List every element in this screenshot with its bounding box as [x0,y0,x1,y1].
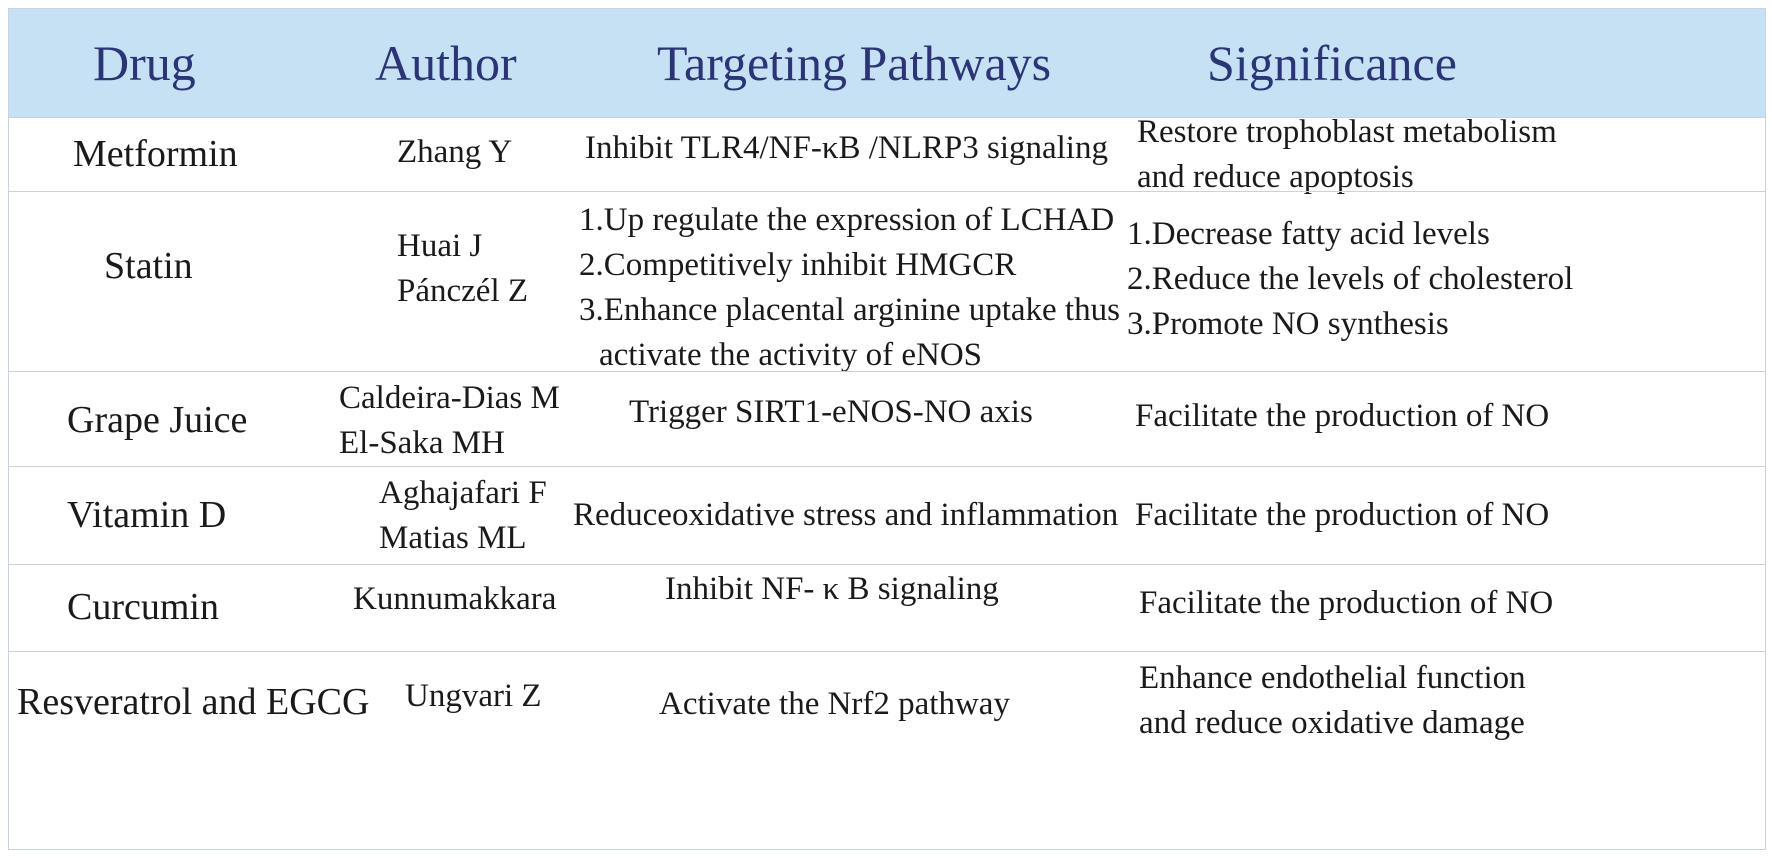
header-targeting-pathways: Targeting Pathways [657,35,1052,91]
pathway-line: activate the activity of eNOS [599,337,983,373]
table-row: Vitamin D Aghajafari F Matias ML Reduceo… [9,466,1765,564]
drug-cell: Resveratrol and EGCG [17,681,370,723]
author-cell: Zhang Y [397,130,512,175]
author-cell: Caldeira-Dias M El-Saka MH [339,376,560,466]
author-line: Aghajafari F [379,475,547,511]
author-cell: Aghajafari F Matias ML [379,471,547,561]
significance-line: 1.Decrease fatty acid levels [1127,216,1490,252]
drug-cell: Metformin [73,133,238,175]
author-cell: Ungvari Z [405,674,542,719]
table-row: Curcumin Kunnumakkara Inhibit NF- κ B si… [9,564,1765,651]
significance-line: Facilitate the production of NO [1139,585,1554,621]
author-line: Huai J [397,228,483,264]
author-line: Zhang Y [397,134,513,170]
pathways-cell: Trigger SIRT1-eNOS-NO axis [629,390,1033,435]
header-drug: Drug [93,35,196,91]
drug-table: Drug Author Targeting Pathways Significa… [8,8,1766,850]
significance-line: and reduce oxidative damage [1139,705,1525,741]
significance-cell: Restore trophoblast metabolism and reduc… [1137,110,1557,200]
author-line: Ungvari Z [405,678,542,714]
drug-cell: Vitamin D [67,494,227,536]
author-line: Kunnumakkara [353,581,557,617]
significance-cell: Facilitate the production of NO [1139,581,1553,626]
significance-line: Facilitate the production of NO [1135,497,1550,533]
author-cell: Kunnumakkara [353,577,556,622]
author-line: Caldeira-Dias M [339,380,560,416]
pathways-cell: Reduceoxidative stress and inflammation [573,493,1118,538]
author-line: El-Saka MH [339,425,505,461]
header-significance: Significance [1207,35,1457,91]
significance-line: Restore trophoblast metabolism [1137,114,1557,150]
pathway-line: 1.Up regulate the expression of LCHAD [579,202,1115,238]
pathway-line: Activate the Nrf2 pathway [659,686,1010,722]
significance-line: 3.Promote NO synthesis [1127,306,1449,342]
table-row: Grape Juice Caldeira-Dias M El-Saka MH T… [9,371,1765,466]
significance-cell: Facilitate the production of NO [1135,394,1549,439]
header-author: Author [375,35,517,91]
pathway-line: Reduceoxidative stress and inflammation [573,497,1119,533]
pathway-line: 2.Competitively inhibit HMGCR [579,247,1017,283]
author-line: Pánczél Z [397,273,529,309]
table-row: Resveratrol and EGCG Ungvari Z Activate … [9,651,1765,849]
drug-cell: Statin [104,245,193,287]
significance-cell: Enhance endothelial function and reduce … [1139,656,1526,746]
significance-cell: 1.Decrease fatty acid levels 2.Reduce th… [1127,212,1573,347]
drug-cell: Grape Juice [67,399,248,441]
significance-line: 2.Reduce the levels of cholesterol [1127,261,1574,297]
table-row: Statin Huai J Pánczél Z 1.Up regulate th… [9,191,1765,373]
pathways-cell: Inhibit TLR4/NF-κB /NLRP3 signaling [585,126,1108,171]
significance-line: and reduce apoptosis [1137,159,1414,195]
pathways-cell: 1.Up regulate the expression of LCHAD 2.… [579,198,1120,378]
pathways-cell: Inhibit NF- κ B signaling [665,567,999,612]
pathway-line: 3.Enhance placental arginine uptake thus [579,292,1120,328]
pathway-line: Trigger SIRT1-eNOS-NO axis [629,394,1033,430]
significance-line: Enhance endothelial function [1139,660,1526,696]
table-header-row: Drug Author Targeting Pathways Significa… [9,9,1765,117]
drug-cell: Curcumin [67,586,219,628]
author-cell: Huai J Pánczél Z [397,224,528,314]
pathway-line: Inhibit TLR4/NF-κB /NLRP3 signaling [585,130,1108,166]
pathway-line: Inhibit NF- κ B signaling [665,571,999,607]
significance-line: Facilitate the production of NO [1135,398,1550,434]
pathways-cell: Activate the Nrf2 pathway [659,682,1010,727]
author-line: Matias ML [379,520,527,556]
significance-cell: Facilitate the production of NO [1135,493,1549,538]
table-row: Metformin Zhang Y Inhibit TLR4/NF-κB /NL… [9,114,1765,199]
